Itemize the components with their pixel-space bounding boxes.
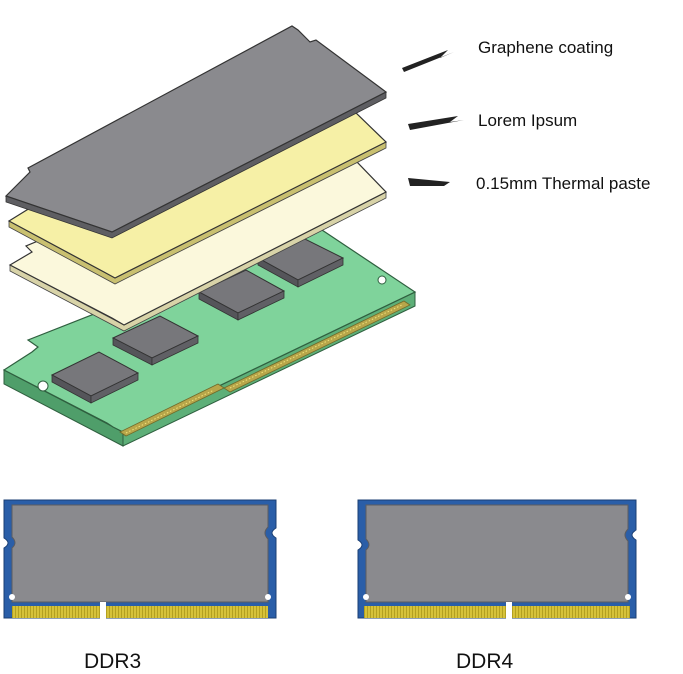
ddr3-mount-hole [9,594,15,600]
ddr3-contacts-left [12,606,100,618]
memory-chip [111,315,200,366]
pcb-notch-hole-right [377,275,387,285]
ddr3-heatspreader [11,504,269,603]
arrow-icon [402,50,454,72]
callout-lorem: Lorem Ipsum [408,111,577,130]
label-lorem-ipsum: Lorem Ipsum [478,111,577,130]
ddr4-module [357,499,637,619]
exploded-stack [2,25,417,447]
ddr4-contacts-left [364,606,506,618]
ddr3-module [3,499,277,619]
ddr4-heatspreader [365,504,629,603]
ddr4-mount-hole [625,594,631,600]
memory-chip [50,351,140,404]
ddr4-key-notch [506,602,512,619]
callout-thermal: 0.15mm Thermal paste [408,174,650,193]
pcb-board [2,225,417,447]
pcb-notch-hole [37,380,49,392]
label-graphene-coating: Graphene coating [478,38,613,57]
pcb-contact-strip [119,300,411,437]
graphene-layer [4,25,388,239]
ddr3-mount-hole [265,594,271,600]
callout-graphene: Graphene coating [402,38,613,72]
ddr4-mount-hole [363,594,369,600]
callouts: Graphene coating Lorem Ipsum 0.15mm Ther… [402,38,650,193]
pcb-chips [50,237,345,404]
pcb-contact-strip-lines [125,304,403,434]
ddr4-contacts-right [512,606,630,618]
arrow-icon [408,178,462,186]
memory-chip [256,237,345,288]
ddr3-key-notch [100,602,106,619]
memory-chip [197,269,286,321]
label-thermal-paste: 0.15mm Thermal paste [476,174,650,193]
ddr3-caption: DDR3 [84,650,141,673]
ddr4-caption: DDR4 [456,650,513,673]
arrow-icon [408,116,464,130]
